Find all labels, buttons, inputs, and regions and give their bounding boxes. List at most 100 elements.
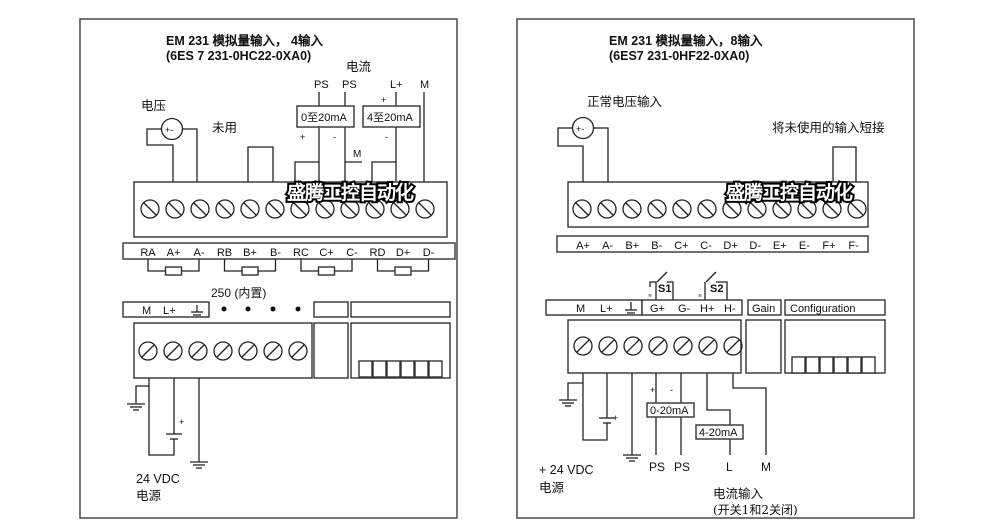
transmitter-0-20ma-label: 0-20mA xyxy=(650,405,689,417)
right-upper-screws xyxy=(572,199,867,219)
right-terminal-label-strip xyxy=(556,235,869,253)
plus-4-20-top: + xyxy=(381,95,386,105)
current-terminal-ps2: PS xyxy=(342,79,357,91)
terminal-screw-icon xyxy=(290,199,310,219)
current-terminal-lplus: L+ xyxy=(390,79,403,91)
plus-0-20: + xyxy=(650,385,655,395)
gain-label-box xyxy=(747,299,782,316)
wire-hplus xyxy=(706,373,731,455)
right-terminal-gplus: G+ xyxy=(650,303,665,315)
wire-hminus xyxy=(732,373,767,455)
resistor-icon xyxy=(376,259,430,276)
dip-switch[interactable] xyxy=(819,356,834,374)
rd-jumper xyxy=(371,161,396,182)
terminal-label: A+ xyxy=(167,247,181,259)
right-panel: EM 231 模拟量输入，8输入 (6ES7 231-0HF22-0XA0) 正… xyxy=(516,18,915,519)
supply-wire-m xyxy=(148,378,175,456)
right-voltage-wire-plus xyxy=(557,127,584,182)
terminal-screw-icon xyxy=(165,199,185,219)
dip-switch[interactable] xyxy=(428,360,443,378)
gain-potentiometer[interactable] xyxy=(745,319,782,374)
right-terminal-gminus: G- xyxy=(678,303,691,315)
transmitter-0-20ma xyxy=(296,105,355,128)
terminal-screw-icon xyxy=(140,199,160,219)
terminal-label: B+ xyxy=(625,240,639,252)
terminal-screw-icon xyxy=(390,199,410,219)
terminal-screw-icon xyxy=(215,199,235,219)
left-gain-potentiometer[interactable] xyxy=(313,322,349,379)
watermark-left: 盛腾工控自动化 xyxy=(287,181,414,204)
resistor-icon: ≋ xyxy=(648,293,652,299)
terminal-label: F- xyxy=(848,240,859,252)
dip-switch[interactable] xyxy=(791,356,806,374)
terminal-screw-icon xyxy=(315,199,335,219)
right-power-terminal-lplus: L+ xyxy=(600,303,613,315)
terminal-label: RC xyxy=(293,247,309,259)
resistor-note: 250 (内置) xyxy=(211,286,266,300)
terminal-screw-icon xyxy=(288,341,308,361)
ground-icon xyxy=(191,305,203,316)
bottom-label-m: M xyxy=(761,460,771,474)
terminal-label: RA xyxy=(140,247,156,259)
lower-screws xyxy=(138,341,308,361)
dip-switch[interactable] xyxy=(414,360,429,378)
voltage-source-icon xyxy=(160,117,184,141)
watermark-right: 盛腾工控自动化 xyxy=(726,181,853,204)
right-title-line2: (6ES7 231-0HF22-0XA0) xyxy=(609,49,749,63)
minus-0-20: - xyxy=(333,132,336,142)
rc-jumper xyxy=(294,161,319,182)
ground-icon xyxy=(623,454,641,462)
right-supply-label: + 24 VDC xyxy=(539,463,594,477)
current-input-note: (开关1和2关闭) xyxy=(713,503,798,517)
minus-0-20: - xyxy=(670,385,673,395)
terminal-screw-icon xyxy=(672,199,692,219)
switch-s2-label: S2 xyxy=(710,283,723,295)
dip-switch[interactable] xyxy=(847,356,862,374)
terminal-screw-icon xyxy=(847,199,867,219)
right-dip-switches[interactable] xyxy=(791,356,876,374)
ground-wire-m xyxy=(135,385,149,404)
dip-switch[interactable] xyxy=(833,356,848,374)
terminal-screw-icon xyxy=(265,199,285,219)
terminal-label: A+ xyxy=(576,240,590,252)
right-terminal-labels: A+A-B+B-C+C-D+D-E+E-F+F- xyxy=(576,240,859,252)
power-label-strip xyxy=(122,301,210,318)
terminal-screw-icon xyxy=(722,199,742,219)
plus-0-20: + xyxy=(300,132,305,142)
terminal-screw-icon xyxy=(772,199,792,219)
terminal-screw-icon xyxy=(340,199,360,219)
terminal-label: A- xyxy=(194,247,205,259)
short-unused-label: 将未使用的输入短接 xyxy=(772,120,885,135)
terminal-screw-icon xyxy=(697,199,717,219)
battery-plus: + xyxy=(179,417,184,427)
config-label-box xyxy=(784,299,886,316)
supply-label: 24 VDC xyxy=(136,472,180,486)
terminal-screw-icon xyxy=(723,336,743,356)
dip-switch[interactable] xyxy=(372,360,387,378)
right-supply-label-cn: 电源 xyxy=(539,480,565,495)
right-lower-terminal-block xyxy=(567,319,742,374)
current-input-label: 电流输入 xyxy=(713,486,764,501)
left-panel-frame xyxy=(79,18,458,519)
ground-icon xyxy=(559,399,577,407)
gain-label: Gain xyxy=(752,303,775,315)
resistor-icon: ≋ xyxy=(698,293,702,299)
current-terminal-ps1: PS xyxy=(314,79,329,91)
right-title-line1: EM 231 模拟量输入，8输入 xyxy=(609,33,763,48)
dip-switch[interactable] xyxy=(358,360,373,378)
terminal-screw-icon xyxy=(138,341,158,361)
transmitter-0-20ma-label: 0至20mA xyxy=(301,112,348,124)
terminal-screw-icon xyxy=(213,341,233,361)
resistor-icon xyxy=(147,259,200,276)
dip-switch[interactable] xyxy=(861,356,876,374)
dip-switch[interactable] xyxy=(400,360,415,378)
terminal-screw-icon xyxy=(673,336,693,356)
left-gain-label-box xyxy=(313,301,349,318)
terminal-screw-icon xyxy=(597,199,617,219)
bottom-label-l: L xyxy=(726,460,733,474)
terminal-label: C- xyxy=(346,247,358,259)
terminal-label: F+ xyxy=(822,240,835,252)
dip-switch[interactable] xyxy=(805,356,820,374)
dip-switch[interactable] xyxy=(386,360,401,378)
dip-switches[interactable] xyxy=(358,360,443,378)
